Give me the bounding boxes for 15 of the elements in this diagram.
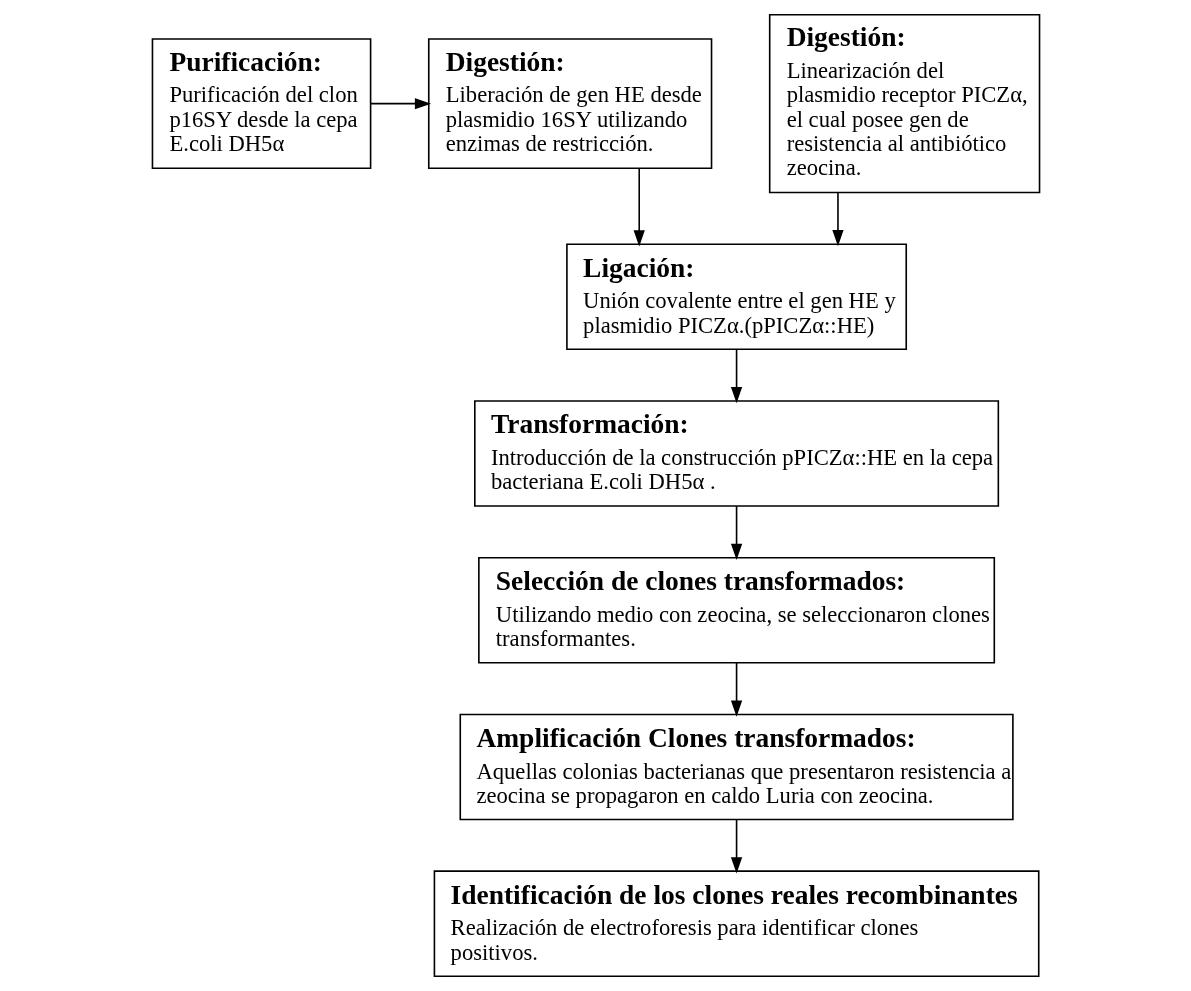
arrow: [730, 348, 742, 404]
arrow: [633, 167, 645, 247]
arrow: [730, 818, 742, 874]
node-box: Digestión: Linearización del plasmidio receptor PICZα, el cual posee gen de resistencia al antibiótico zeocina.: [768, 14, 1040, 194]
node-box: Purificación: Purificación del clon p16SY desde la cepa E.coli DH5α: [151, 38, 371, 170]
arrow: [730, 662, 742, 717]
arrow: [831, 192, 844, 247]
arrow: [730, 505, 742, 560]
node-box: Ligación: Unión covalente entre el gen HE y plasmidio PICZα.(pPICZα::HE): [565, 243, 907, 351]
node-box: Identificación de los clones reales recombinantes Realización de electroforesis para identificar clones positivos.: [433, 870, 1040, 977]
node-box: Amplificación Clones transformados: Aquellas colonias bacterianas que presentaron resistencia a zeocina se propagaron en caldo Luria con zeocina.: [458, 713, 1014, 821]
arrow: [369, 98, 431, 110]
node-box: Digestión: Liberación de gen HE desde plasmidio 16SY utilizando enzimas de restricción.: [427, 38, 712, 170]
node-box: Transformación: Introducción de la construcción pPICZα::HE en la cepa bacteriana E.coli DH5α .: [473, 400, 999, 507]
node-box: Selección de clones transformados: Utilizando medio con zeocina, se seleccionaron clones transformantes.: [477, 556, 995, 664]
